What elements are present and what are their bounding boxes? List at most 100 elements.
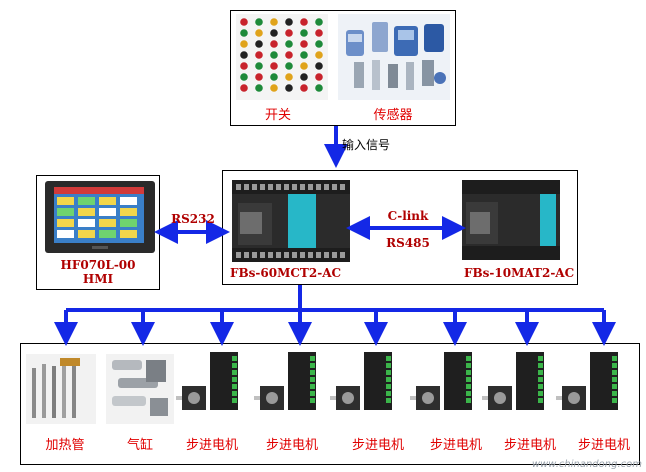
switch-button-dot	[315, 18, 323, 26]
plc-terminal	[284, 252, 289, 258]
hmi-screen-button	[78, 208, 95, 216]
plc-terminal	[300, 184, 305, 190]
stepper-motor-image	[556, 352, 618, 410]
switch-button-dot	[315, 40, 323, 48]
plc-terminal	[300, 252, 305, 258]
plc-terminal	[316, 252, 321, 258]
switch-button-dot	[240, 51, 248, 59]
switch-button-dot	[300, 51, 308, 59]
switch-button-dot	[315, 29, 323, 37]
hmi-screen-button	[78, 230, 95, 238]
switch-button-dot	[285, 73, 293, 81]
hmi-screen-button	[99, 197, 116, 205]
output-label-motor-4: 步进电机	[429, 438, 482, 453]
hmi-screen-button	[78, 219, 95, 227]
hmi-model-label: HF070L-00	[60, 258, 136, 272]
plc-terminal	[236, 252, 241, 258]
plc-terminal	[252, 252, 257, 258]
switch-button-dot	[270, 18, 278, 26]
switch-button-dot	[255, 18, 263, 26]
plc-terminal	[316, 184, 321, 190]
arrows	[66, 126, 604, 312]
switch-button-dot	[255, 40, 263, 48]
switch-button-dot	[285, 40, 293, 48]
switch-button-dot	[285, 29, 293, 37]
plc-terminal	[268, 184, 273, 190]
sensor-label: 传感器	[373, 108, 413, 123]
switch-button-dot	[270, 29, 278, 37]
hmi-screen-button	[78, 197, 95, 205]
switch-button-dot	[300, 73, 308, 81]
switch-button-dot	[255, 29, 263, 37]
switch-button-dot	[285, 18, 293, 26]
output-label-motor-2: 步进电机	[265, 438, 318, 453]
plc-terminal	[284, 184, 289, 190]
plc-terminal	[308, 184, 313, 190]
plc-terminal	[340, 184, 345, 190]
hmi-screen-button	[57, 208, 74, 216]
plc-terminal	[332, 252, 337, 258]
switch-button-dot	[285, 51, 293, 59]
plc-terminal	[332, 184, 337, 190]
plc-terminal	[340, 252, 345, 258]
switch-button-dot	[300, 62, 308, 70]
hmi-name-label: HMI	[82, 272, 114, 286]
switch-button-dot	[255, 84, 263, 92]
switch-button-dot	[255, 73, 263, 81]
switch-button-dot	[240, 40, 248, 48]
stepper-motor-image	[330, 352, 392, 410]
hmi-screen-button	[99, 208, 116, 216]
plc-ext-label: FBs-10MAT2-AC	[464, 266, 575, 280]
switch-button-dot	[300, 84, 308, 92]
switch-button-dot	[255, 51, 263, 59]
plc-terminal	[276, 184, 281, 190]
output-label-heater: 加热管	[45, 438, 85, 453]
hmi-screen-button	[120, 230, 137, 238]
plc-terminal	[308, 252, 313, 258]
output-label-cylinder: 气缸	[126, 438, 153, 453]
plc-terminal	[236, 184, 241, 190]
switch-button-dot	[240, 29, 248, 37]
plc-terminal	[324, 184, 329, 190]
switch-button-dot	[300, 29, 308, 37]
switch-button-dot	[315, 51, 323, 59]
hmi-screen-button	[120, 208, 137, 216]
switch-button-dot	[240, 18, 248, 26]
stepper-motor-image	[254, 352, 316, 410]
output-label-motor-6: 步进电机	[577, 438, 630, 453]
plc-main-image	[232, 180, 350, 262]
hmi-screen-button	[57, 197, 74, 205]
switch-button-dot	[300, 40, 308, 48]
stepper-motor-image	[176, 352, 238, 410]
hmi-screen-button	[99, 230, 116, 238]
heater-image	[26, 354, 96, 424]
plc-terminal	[324, 252, 329, 258]
hmi-screen-button	[120, 197, 137, 205]
switch-buttons-image	[236, 14, 328, 100]
switch-button-dot	[270, 51, 278, 59]
clink-label: C-link	[387, 209, 429, 223]
stepper-motor-image	[410, 352, 472, 410]
plc-terminal	[292, 252, 297, 258]
hmi-screen-button	[99, 219, 116, 227]
watermark: www.chinandong.com	[531, 459, 642, 470]
plc-terminal	[260, 184, 265, 190]
switch-button-dot	[315, 62, 323, 70]
switch-button-dot	[285, 84, 293, 92]
stepper-motor-image	[482, 352, 544, 410]
switch-button-dot	[270, 40, 278, 48]
hmi-screen-button	[120, 219, 137, 227]
switch-button-dot	[240, 62, 248, 70]
output-label-motor-1: 步进电机	[185, 438, 238, 453]
output-label-motor-3: 步进电机	[351, 438, 404, 453]
switch-button-dot	[255, 62, 263, 70]
plc-terminal	[244, 252, 249, 258]
switch-button-dot	[315, 73, 323, 81]
switch-button-dot	[270, 84, 278, 92]
hmi-screen-button	[57, 219, 74, 227]
switch-button-dot	[240, 84, 248, 92]
switch-button-dot	[315, 84, 323, 92]
rs485-label: RS485	[386, 236, 430, 250]
plc-terminal	[260, 252, 265, 258]
